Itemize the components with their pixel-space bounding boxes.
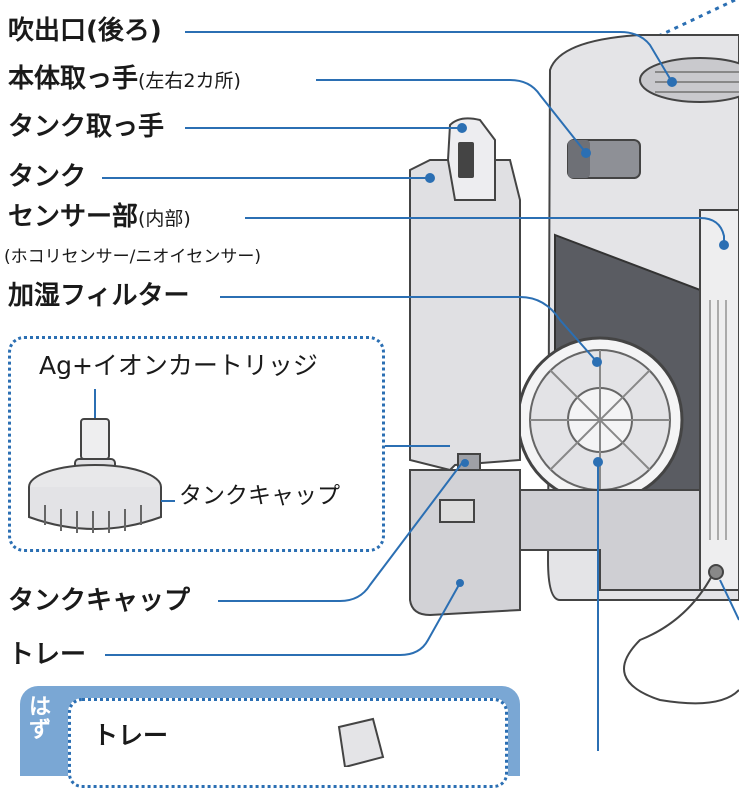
label-outlet: 吹出口(後ろ) <box>8 16 162 46</box>
removal-panel: はず トレー <box>20 686 520 788</box>
label-sensor-main: センサー部 <box>8 202 139 232</box>
air-purifier-illustration <box>102 0 739 751</box>
power-cord <box>623 569 739 705</box>
removal-tag: はず <box>28 695 51 744</box>
label-inset-tank-cap: タンクキャップ <box>179 483 340 509</box>
airflow-arrow <box>649 0 736 42</box>
leader-tank-cap <box>218 462 463 602</box>
leader-lines <box>102 31 739 751</box>
leader-tray <box>105 582 461 656</box>
lower-tray <box>409 469 521 617</box>
label-sensor: センサー部(内部) <box>8 204 191 230</box>
label-tank-cap: タンクキャップ <box>8 586 191 616</box>
label-body-handle-sub: (左右2カ所) <box>138 70 241 92</box>
cartridge-inset: Ag+イオンカートリッジ タンクキャップ <box>8 336 385 552</box>
leader-handle <box>316 79 587 154</box>
label-tank-handle: タンク取っ手 <box>8 112 165 142</box>
leader-cord <box>719 579 739 621</box>
water-tank <box>409 159 521 472</box>
diagram-stage: 吹出口(後ろ) 本体取っ手(左右2カ所) タンク取っ手 タンク センサー部(内部… <box>4 0 739 788</box>
label-body-handle-main: 本体取っ手 <box>8 64 139 94</box>
leader-sensor <box>245 217 725 245</box>
label-sensor-note: (ホコリセンサー/ニオイセンサー) <box>4 247 261 267</box>
label-sensor-sub: (内部) <box>138 208 191 230</box>
removal-inner-box: トレー <box>68 698 508 788</box>
label-humidify-filter: 加湿フィルター <box>8 281 190 311</box>
removal-tray-label: トレー <box>93 721 169 750</box>
humidify-filter-wheel <box>516 336 684 504</box>
label-tank: タンク <box>8 162 87 192</box>
label-tray: トレー <box>8 640 87 670</box>
leader-outlet <box>185 31 673 83</box>
leader-filter <box>220 296 598 363</box>
side-filter <box>699 209 739 591</box>
outlet-vent <box>639 57 739 103</box>
cartridge-illustration <box>28 389 175 533</box>
tray-thumbnail <box>337 717 385 767</box>
label-body-handle: 本体取っ手(左右2カ所) <box>8 66 241 92</box>
label-ag-cartridge: Ag+イオンカートリッジ <box>39 351 318 380</box>
